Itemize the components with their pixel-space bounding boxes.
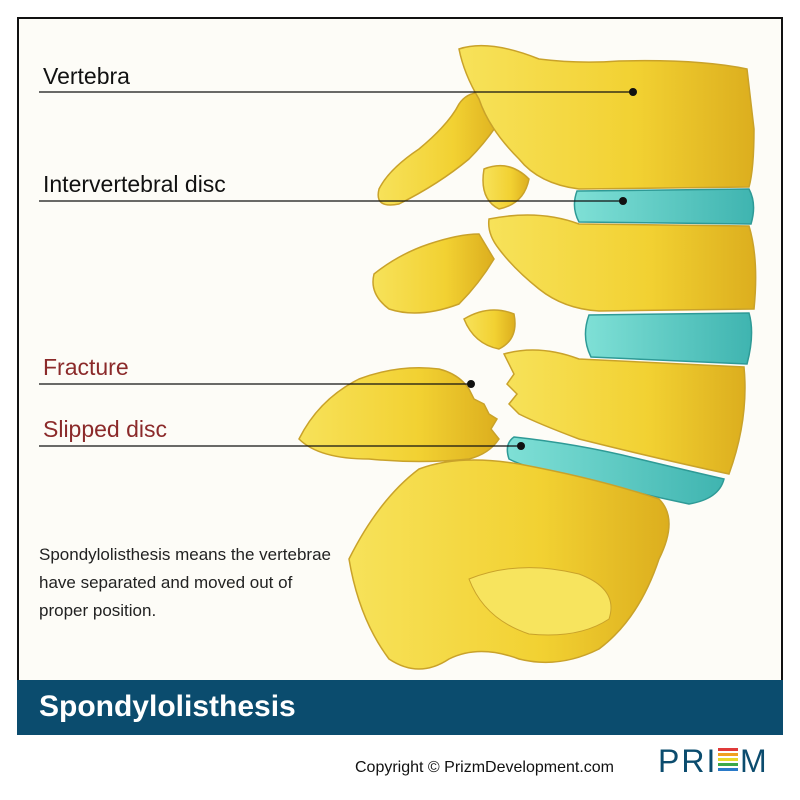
prizm-logo: PRI M xyxy=(658,743,767,778)
leader-dot-intervertebral-disc xyxy=(619,197,627,205)
diagram-frame: Vertebra Intervertebral disc Fracture Sl… xyxy=(17,17,783,735)
intervertebral-disc-middle xyxy=(584,312,753,365)
svg-text:M: M xyxy=(740,743,767,778)
description-text: Spondylolisthesis means the vertebrae ha… xyxy=(39,545,331,620)
copyright-text: Copyright © PrizmDevelopment.com xyxy=(355,759,614,776)
prizm-logo-z-stripes xyxy=(718,748,738,771)
middle-vertebra xyxy=(372,214,757,350)
svg-text:PRI: PRI xyxy=(658,743,717,778)
title-bar: Spondylolisthesis xyxy=(17,680,783,735)
label-fracture: Fracture xyxy=(43,354,129,380)
page-title: Spondylolisthesis xyxy=(39,690,296,723)
upper-vertebra xyxy=(377,44,755,210)
label-vertebra: Vertebra xyxy=(43,63,130,89)
slipped-disc xyxy=(506,436,725,505)
intervertebral-disc-upper xyxy=(573,188,755,225)
leader-dot-slipped-disc xyxy=(517,442,525,450)
label-slipped-disc: Slipped disc xyxy=(43,416,168,442)
leader-dot-fracture xyxy=(467,380,475,388)
lower-vertebra xyxy=(298,349,746,475)
sacrum xyxy=(348,459,670,670)
spine-illustration xyxy=(39,44,757,670)
label-intervertebral-disc: Intervertebral disc xyxy=(43,171,226,197)
leader-dot-vertebra xyxy=(629,88,637,96)
